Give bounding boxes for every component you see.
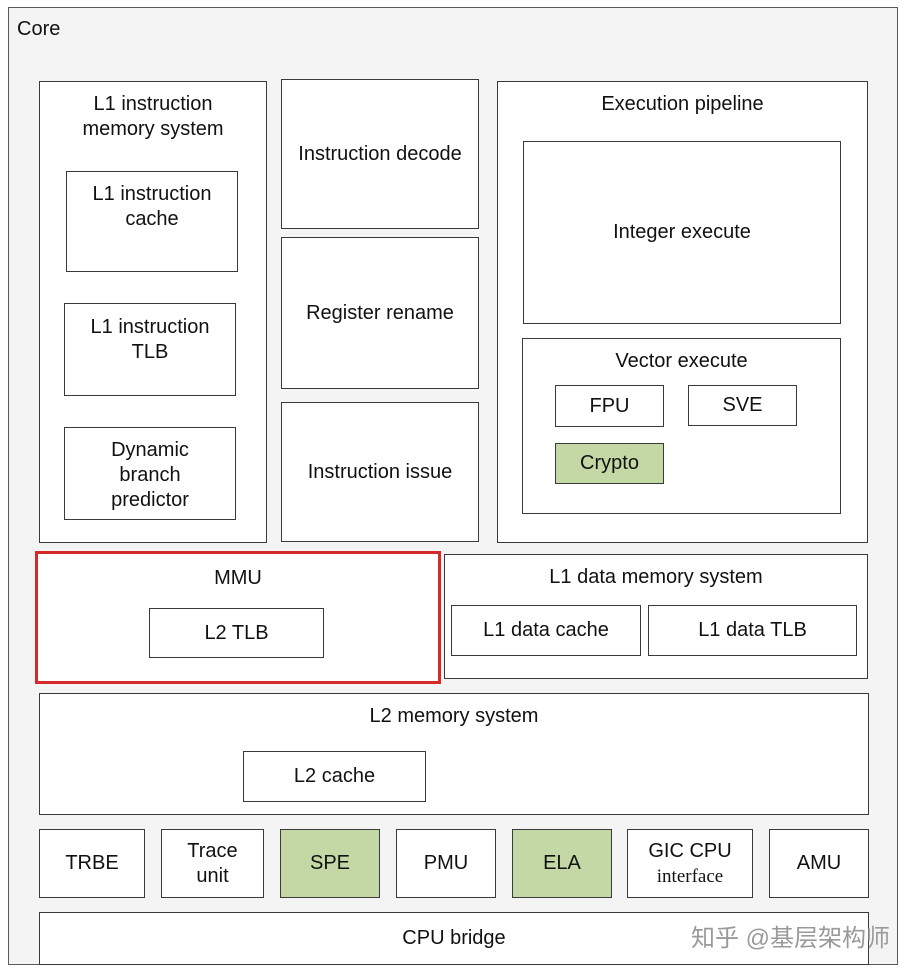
pmu-label: PMU bbox=[423, 852, 469, 874]
cpu-bridge: CPU bridge bbox=[39, 912, 869, 965]
l1-data-memory-system-title: L1 data memory system bbox=[549, 566, 763, 588]
register-rename-label: Register rename bbox=[306, 301, 454, 324]
core-label: Core bbox=[17, 18, 61, 40]
l1-instruction-tlb-label: L1 instruction TLB bbox=[90, 316, 210, 363]
gic-cpu-interface: GIC CPU interface bbox=[627, 829, 753, 898]
l1-instruction-cache: L1 instruction cache bbox=[66, 171, 238, 272]
integer-execute-label: Integer execute bbox=[613, 221, 751, 243]
amu-label: AMU bbox=[796, 852, 842, 874]
l2-tlb: L2 TLB bbox=[149, 608, 324, 658]
integer-execute: Integer execute bbox=[523, 141, 841, 324]
instruction-issue-label: Instruction issue bbox=[307, 460, 453, 483]
crypto: Crypto bbox=[555, 443, 664, 484]
l2-cache-label: L2 cache bbox=[293, 765, 376, 787]
execution-pipeline-title: Execution pipeline bbox=[601, 93, 764, 115]
l2-memory-system-title: L2 memory system bbox=[369, 705, 539, 727]
trbe-label: TRBE bbox=[65, 852, 119, 874]
cpu-bridge-label: CPU bridge bbox=[402, 927, 506, 949]
trbe: TRBE bbox=[39, 829, 145, 898]
instruction-decode: Instruction decode bbox=[281, 79, 479, 229]
l1-instruction-cache-label: L1 instruction cache bbox=[92, 183, 212, 230]
sve: SVE bbox=[688, 385, 797, 426]
sve-label: SVE bbox=[722, 394, 763, 416]
vector-execute-title: Vector execute bbox=[615, 350, 748, 372]
spe-label: SPE bbox=[309, 852, 351, 874]
l2-memory-system: L2 memory system bbox=[39, 693, 869, 815]
gic-cpu-interface-label-line2: interface bbox=[656, 865, 724, 887]
amu: AMU bbox=[769, 829, 869, 898]
gic-cpu-interface-label-line1: GIC CPU bbox=[648, 839, 732, 862]
fpu: FPU bbox=[555, 385, 664, 427]
instruction-decode-label: Instruction decode bbox=[298, 142, 462, 165]
l1-data-tlb: L1 data TLB bbox=[648, 605, 857, 656]
fpu-label: FPU bbox=[589, 394, 630, 417]
l2-cache: L2 cache bbox=[243, 751, 426, 802]
dynamic-branch-predictor: Dynamic branch predictor bbox=[64, 427, 236, 520]
l1-data-cache: L1 data cache bbox=[451, 605, 641, 656]
mmu-title: MMU bbox=[214, 567, 262, 589]
trace-unit-label-line1: Trace bbox=[187, 839, 238, 862]
l1-data-cache-label: L1 data cache bbox=[483, 619, 609, 641]
trace-unit: Trace unit bbox=[161, 829, 264, 898]
l1-instruction-memory-system-title: L1 instruction memory system bbox=[82, 93, 224, 140]
spe: SPE bbox=[280, 829, 380, 898]
pmu: PMU bbox=[396, 829, 496, 898]
ela: ELA bbox=[512, 829, 612, 898]
crypto-label: Crypto bbox=[580, 452, 639, 474]
dynamic-branch-predictor-label: Dynamic branch predictor bbox=[111, 439, 189, 511]
trace-unit-label-line2: unit bbox=[196, 864, 229, 887]
register-rename: Register rename bbox=[281, 237, 479, 389]
instruction-issue: Instruction issue bbox=[281, 402, 479, 542]
watermark: 知乎 @基层架构师 bbox=[690, 925, 890, 952]
ela-label: ELA bbox=[543, 852, 581, 874]
l2-tlb-label: L2 TLB bbox=[204, 621, 269, 644]
l1-data-tlb-label: L1 data TLB bbox=[698, 619, 807, 641]
l1-instruction-tlb: L1 instruction TLB bbox=[64, 303, 236, 396]
